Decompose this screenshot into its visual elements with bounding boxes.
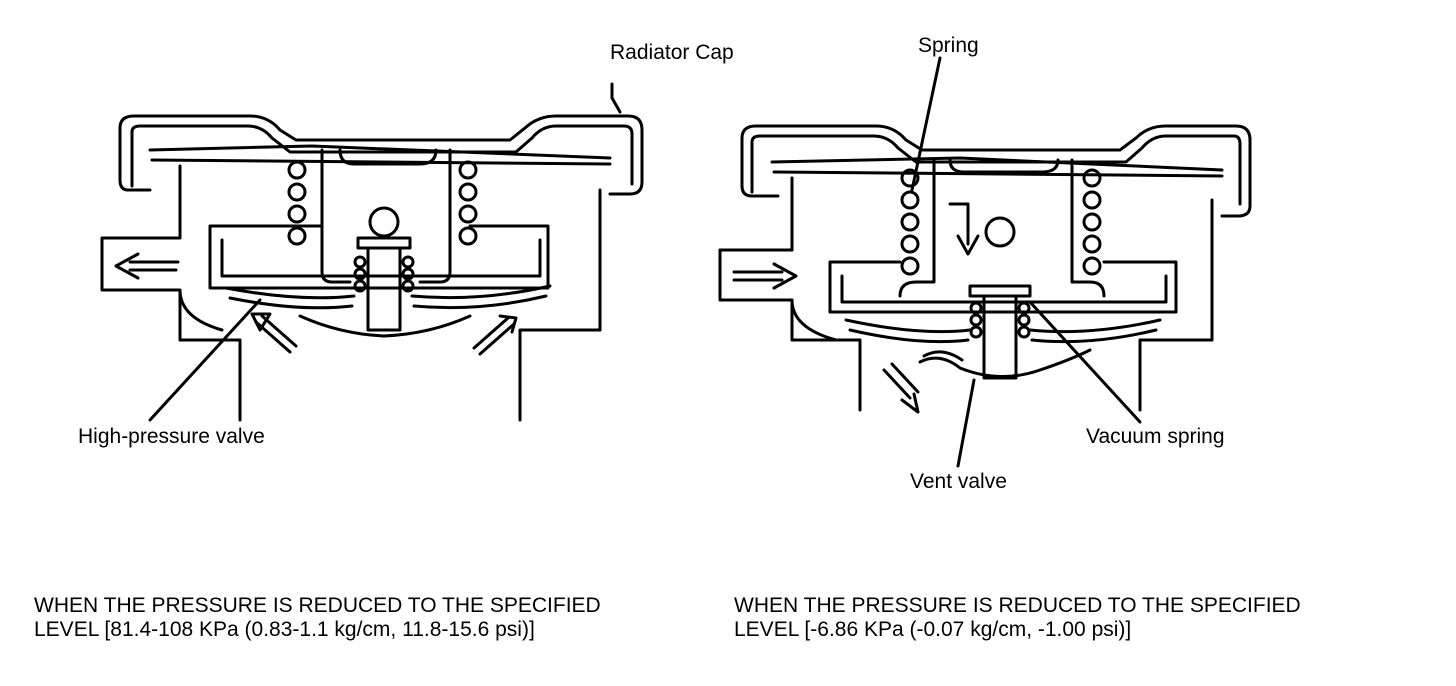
high-pressure-valve-leader (148, 298, 262, 422)
right-internal-flow-arrow (948, 202, 980, 256)
right-spring-left (900, 168, 920, 276)
left-high-pressure-valve (224, 284, 552, 300)
left-vacuum-spring (353, 255, 415, 293)
high-pressure-valve-label: High-pressure valve (78, 425, 265, 448)
right-vent-valve (918, 348, 1092, 378)
left-filler-neck (100, 164, 602, 422)
left-cap-shell (118, 114, 644, 196)
left-inflow-arrow-right (472, 314, 518, 356)
left-vent-ball (368, 206, 400, 238)
right-caption-line-1: WHEN THE PRESSURE IS REDUCED TO THE SPEC… (734, 594, 1301, 617)
radiator-cap-leader (610, 82, 622, 114)
spring-leader (910, 56, 942, 192)
vacuum-spring-leader (1028, 300, 1142, 424)
right-cap-shell (740, 124, 1252, 218)
left-spring-right (458, 160, 478, 246)
radiator-cap-label: Radiator Cap (610, 41, 734, 64)
right-filler-neck (718, 176, 1214, 412)
left-cap-illustration (100, 82, 644, 422)
right-vacuum-spring (969, 301, 1031, 339)
left-inflow-arrow-left (250, 312, 298, 354)
vacuum-spring-label: Vacuum spring (1086, 425, 1225, 448)
right-caption-line-2: LEVEL [-6.86 KPa (-0.07 kg/cm, -1.00 psi… (734, 618, 1132, 641)
vent-valve-label: Vent valve (910, 470, 1007, 493)
left-caption-line-1: WHEN THE PRESSURE IS REDUCED TO THE SPEC… (34, 594, 601, 617)
right-spring-right (1082, 168, 1102, 276)
vent-valve-leader (956, 378, 976, 468)
right-vent-hole (984, 216, 1016, 248)
right-outflow-arrow (882, 362, 920, 414)
left-spring-left (287, 160, 307, 246)
left-caption-line-2: LEVEL [81.4-108 KPa (0.83-1.1 kg/cm, 11.… (34, 618, 535, 641)
left-caption: WHEN THE PRESSURE IS REDUCED TO THE SPEC… (34, 594, 601, 642)
right-inlet-arrow (732, 262, 798, 290)
spring-label: Spring (918, 34, 979, 57)
left-outlet-arrow (114, 252, 180, 280)
right-caption: WHEN THE PRESSURE IS REDUCED TO THE SPEC… (734, 594, 1301, 642)
right-cap-illustration (718, 56, 1252, 468)
